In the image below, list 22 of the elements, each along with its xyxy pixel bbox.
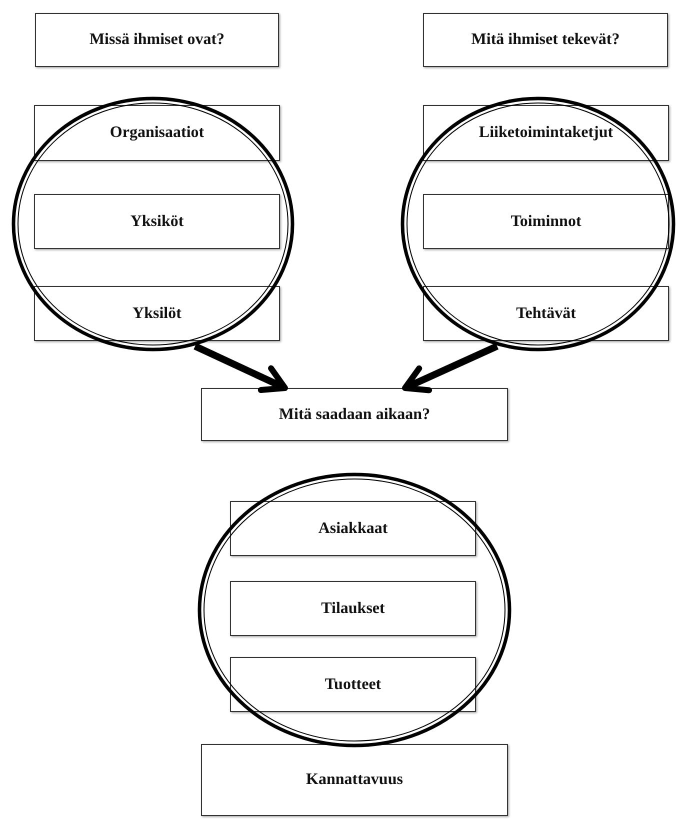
box-label: Kannattavuus xyxy=(306,771,403,789)
text-box xyxy=(423,13,668,67)
arrow xyxy=(402,343,499,394)
box-label: Yksiköt xyxy=(130,212,184,230)
box-label: Yksilöt xyxy=(132,304,182,322)
text-box xyxy=(201,388,508,441)
text-box xyxy=(201,744,508,816)
box-label: Tuotteet xyxy=(324,676,382,694)
circle-outline xyxy=(400,96,676,352)
box-label: Toiminnot xyxy=(510,212,582,230)
box-label: Tehtävät xyxy=(516,304,576,322)
box-label: Asiakkaat xyxy=(318,520,388,538)
box-label: Tilaukset xyxy=(321,600,385,618)
box-label: Organisaatiot xyxy=(110,124,204,142)
circle-outline xyxy=(197,472,512,748)
box-label: Missä ihmiset ovat? xyxy=(89,31,225,49)
text-box xyxy=(35,13,279,67)
box-label: Mitä saadaan aikaan? xyxy=(278,406,430,424)
arrow xyxy=(194,343,288,394)
box-label: Mitä ihmiset tekevät? xyxy=(471,31,620,49)
circle-outline xyxy=(11,96,295,352)
box-label: Liiketoimintaketjut xyxy=(478,124,614,142)
